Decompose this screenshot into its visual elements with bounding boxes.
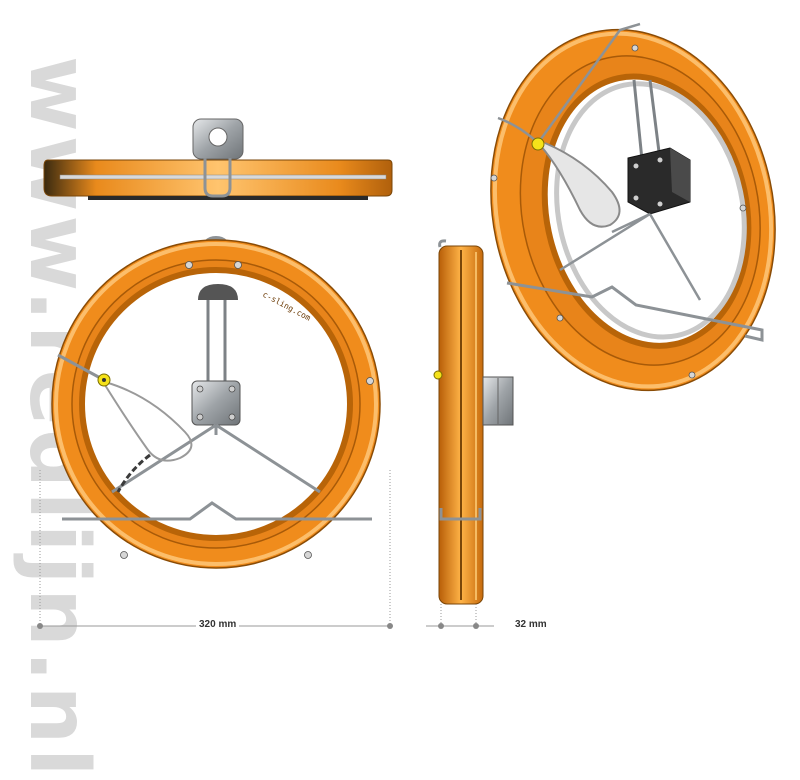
screw: [739, 204, 747, 212]
perspective-view: [490, 22, 776, 392]
front-view-sling-strap: [116, 453, 151, 493]
product-technical-drawing: c-sling.com: [37, 22, 776, 629]
side-view: [433, 239, 514, 605]
front-view-bail-wire: [62, 501, 372, 521]
dimension-width-end-left: [37, 623, 43, 629]
bolt: [633, 195, 639, 201]
perspective-view-bail-wire: [506, 281, 764, 342]
top-view-handle-hole: [208, 127, 228, 147]
screw: [556, 314, 564, 322]
bolt: [196, 413, 204, 421]
perspective-view-ring-highlight: [492, 31, 774, 389]
perspective-view-clamp-bolts: [633, 157, 663, 207]
perspective-view-tripod-wire: [559, 212, 702, 301]
bolt: [657, 201, 663, 207]
dimension-depth: [426, 604, 494, 629]
front-view: c-sling.com: [51, 235, 381, 569]
perspective-view-rod: [632, 79, 644, 161]
perspective-view-indicator-button: [531, 137, 545, 151]
front-view-ring-highlight: [54, 242, 378, 566]
screw: [490, 174, 498, 182]
front-view-release-wire: [57, 353, 105, 382]
bolt: [633, 163, 639, 169]
side-view-eyelet: [438, 239, 447, 248]
dimension-depth-end-right: [473, 623, 479, 629]
screw: [304, 551, 312, 559]
bolt: [228, 385, 236, 393]
screw: [366, 377, 374, 385]
perspective-view-rod: [648, 79, 662, 161]
side-view-bail-wire: [439, 508, 482, 521]
front-view-indicator-center: [102, 378, 106, 382]
front-view-tripod-wire: [111, 423, 321, 494]
perspective-view-inner-rim: [554, 81, 747, 340]
side-view-indicator-button: [433, 370, 443, 380]
front-view-screws: [120, 261, 374, 559]
perspective-view-screws: [490, 44, 747, 379]
top-view: [43, 118, 393, 200]
front-view-sling-loop: [104, 381, 193, 462]
bolt: [657, 157, 663, 163]
dimension-width-end-right: [387, 623, 393, 629]
dimension-depth-label: 32 mm: [512, 619, 550, 630]
perspective-view-clamp-face: [670, 148, 690, 202]
top-view-wire-clip: [203, 158, 232, 198]
screw: [185, 261, 193, 269]
bolt: [228, 413, 236, 421]
screw: [688, 371, 696, 379]
top-view-ring-groove: [59, 174, 387, 180]
screw: [120, 551, 128, 559]
screw: [234, 261, 242, 269]
dimension-width-label: 320 mm: [196, 619, 240, 630]
dimension-depth-end-left: [438, 623, 444, 629]
top-view-ring-shadow: [88, 196, 368, 200]
bolt: [196, 385, 204, 393]
screw: [631, 44, 639, 52]
front-view-top-slot: [198, 284, 238, 300]
perspective-view-sling-loop: [539, 142, 621, 228]
front-view-clamp-bolts: [196, 385, 236, 421]
